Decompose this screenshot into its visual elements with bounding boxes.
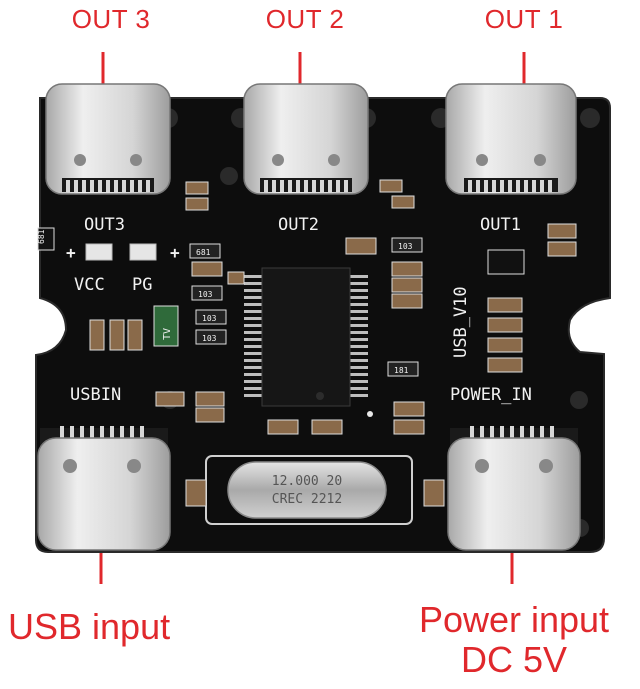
usb-c-usbin (37, 426, 171, 551)
silk-out2: OUT2 (278, 215, 319, 235)
silk-out3: OUT3 (84, 215, 125, 235)
usb-c-out3 (45, 83, 171, 195)
silk-tv: TV (162, 328, 173, 340)
silk-r181: 181 (394, 366, 409, 375)
callout-out2: OUT 2 (265, 4, 345, 34)
callout-usb-input: USB input (8, 606, 171, 647)
callout-power-input-line1: Power input (418, 599, 610, 640)
mount-hole (570, 391, 588, 409)
silk-pg: PG (132, 275, 152, 295)
silk-power-in: POWER_IN (450, 385, 532, 405)
silk-plus-right: + (170, 243, 180, 262)
callout-power-input: Power input DC 5V (398, 600, 630, 680)
silk-r103-c: 103 (202, 334, 217, 343)
hub-ic (244, 267, 373, 417)
silk-usbin: USBIN (70, 385, 121, 405)
silk-vcc: VCC (74, 275, 105, 295)
crystal-oscillator: 12.000 20 CREC 2212 (205, 455, 413, 525)
led-pg (129, 243, 157, 261)
silk-r681-a: 681 (196, 248, 211, 257)
mount-hole (220, 167, 238, 185)
usb-c-power-in (447, 426, 581, 551)
callout-out3: OUT 3 (71, 4, 151, 34)
silk-version: USB_V10 (451, 286, 471, 358)
callout-out1: OUT 1 (484, 4, 564, 34)
silk-out1: OUT1 (480, 215, 521, 235)
silk-r681-b: 681 (37, 229, 46, 244)
crystal-line1: 12.000 20 (272, 474, 342, 489)
crystal-line2: CREC 2212 (272, 492, 342, 507)
usb-c-out1 (445, 83, 577, 195)
silk-r103-a: 103 (198, 290, 213, 299)
smd-components (37, 179, 577, 507)
silk-r103-d: 103 (398, 242, 413, 251)
silk-r103-b: 103 (202, 314, 217, 323)
led-vcc (85, 243, 113, 261)
mount-hole (580, 108, 600, 128)
callout-power-input-line2: DC 5V (460, 639, 568, 680)
silk-plus-left: + (66, 243, 76, 262)
usb-c-out2 (243, 83, 369, 195)
